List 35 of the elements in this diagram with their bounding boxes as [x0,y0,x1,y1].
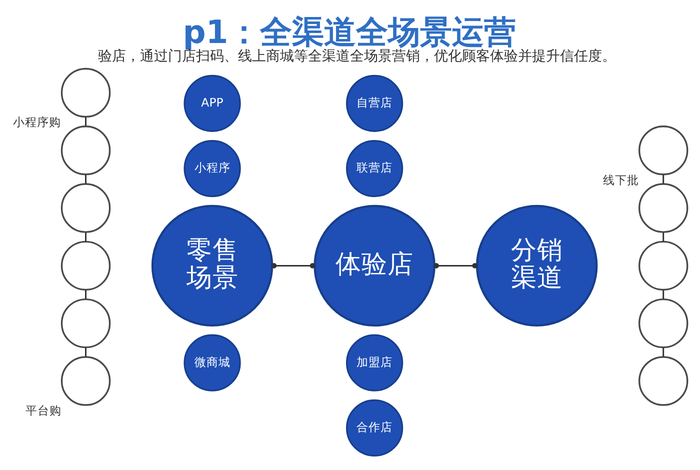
connector [85,232,87,242]
node-circle: APP [184,74,241,132]
node-label: 线下批 [603,172,640,187]
connector [85,174,87,184]
node-label: 小程序购 [13,115,62,130]
node-circle [60,298,111,348]
connector [662,232,664,242]
node-circle: 加盟店 [346,334,404,392]
connector [662,290,664,300]
connector [85,290,87,300]
node-circle: 联营店 [346,140,404,198]
connector [85,117,87,126]
node-circle [60,183,111,233]
node-circle [638,126,688,176]
node-circle: 零售场景 [151,204,274,327]
connector [85,348,87,357]
node-circle [638,240,688,291]
node-circle: 体验店 [314,204,436,327]
node-circle: 分销渠道 [476,204,598,327]
node-circle [60,240,111,291]
node-circle [638,356,688,406]
connector [271,263,316,268]
connector [662,174,664,184]
node-circle: 自营店 [346,74,404,132]
connector [434,263,478,268]
node-circle: 小程序 [184,140,241,198]
node-circle [60,68,111,118]
node-circle: 合作店 [346,399,404,457]
connector [662,348,664,357]
node-circle [638,298,688,348]
node-circle [638,183,688,233]
node-circle: 微商城 [184,334,241,392]
node-circle [60,356,111,406]
node-label: 平台购 [26,403,62,418]
node-circle [60,126,111,176]
